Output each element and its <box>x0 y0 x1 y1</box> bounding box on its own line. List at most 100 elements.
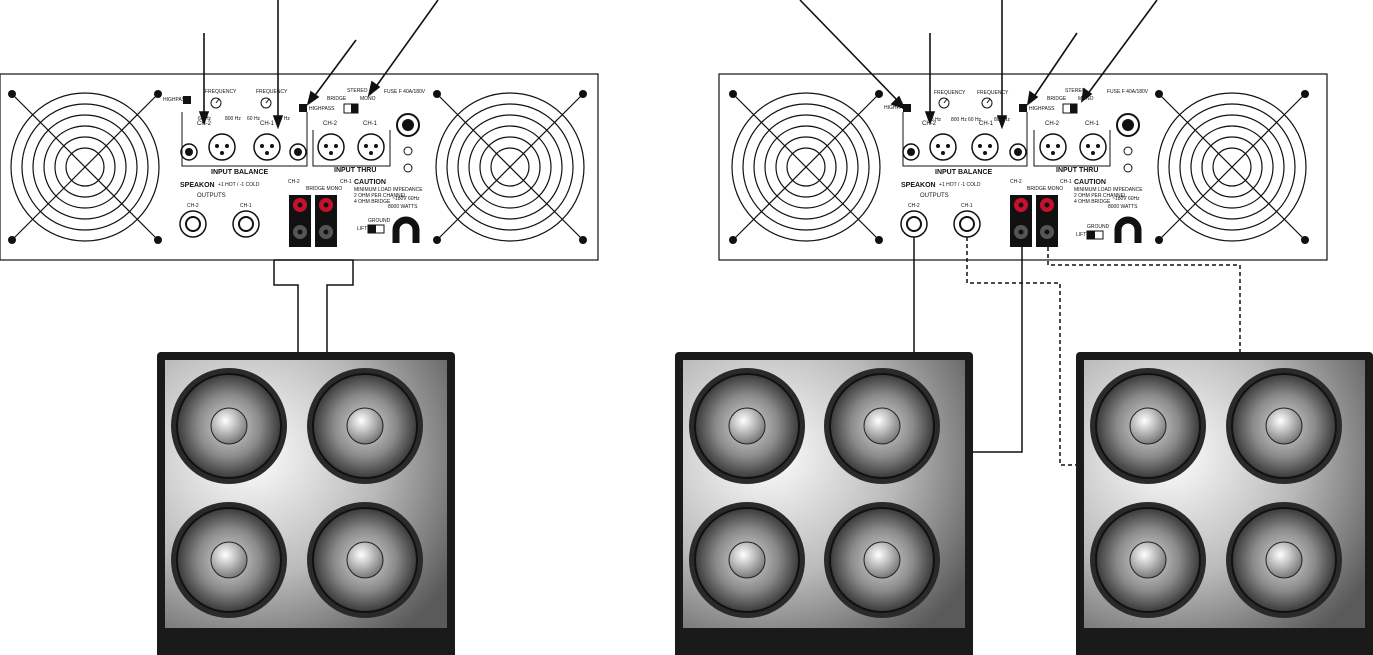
freq-high-ch2: 800 Hz <box>225 116 241 122</box>
stereo-label: STEREO <box>1065 88 1086 94</box>
speakon-output-ch1[interactable] <box>232 210 260 238</box>
binding-posts-ch1[interactable] <box>315 195 337 247</box>
input-balance-label: INPUT BALANCE <box>935 169 992 176</box>
input-ch2-label: CH-2 <box>922 121 937 127</box>
binding-ch2-label: CH-2 <box>1010 179 1022 185</box>
trs-jack-ch1[interactable] <box>1009 143 1027 161</box>
binding-ch1-label: CH-1 <box>1060 179 1072 185</box>
trs-jack-ch2[interactable] <box>902 143 920 161</box>
speaker-cabinet-left <box>157 352 455 655</box>
woofer <box>307 502 423 618</box>
fuse-label: FUSE F 40A/180V <box>1107 89 1149 95</box>
freq-high-ch2: 800 Hz <box>951 117 967 123</box>
woofer <box>1090 368 1206 484</box>
speaker-cabinet-right <box>1076 352 1373 655</box>
caution-label: CAUTION <box>354 179 386 186</box>
fuse-holder[interactable] <box>1116 113 1140 137</box>
speaker-cabinet-center <box>675 352 973 655</box>
fuse-holder[interactable] <box>396 113 420 137</box>
woofer <box>824 368 940 484</box>
frequency-knob-ch1[interactable] <box>260 97 272 109</box>
lift-label: LIFT <box>1076 232 1086 238</box>
xlr-input-ch2[interactable] <box>208 133 236 161</box>
speakon-note: +1 HOT / -1 COLD <box>939 182 981 188</box>
callout-arrows-left <box>198 0 439 130</box>
xlr-thru-ch2[interactable] <box>317 133 345 161</box>
binding-posts-ch2[interactable] <box>1010 195 1032 247</box>
hipass-label: HIGHPASS <box>884 105 910 111</box>
speakon-label: SPEAKON <box>901 182 936 189</box>
xlr-thru-ch2[interactable] <box>1039 133 1067 161</box>
hipass-label: HIGHPASS <box>163 97 189 103</box>
lowpass-label: HIGHPASS <box>1029 106 1055 112</box>
xlr-thru-ch1[interactable] <box>357 133 385 161</box>
frequency-knob-ch1[interactable] <box>981 97 993 109</box>
speaker-wire-right-solid <box>913 237 1023 453</box>
out-ch2-label: CH-2 <box>908 203 920 209</box>
thru-ch1-label: CH-1 <box>363 121 378 127</box>
bridge-mono-label: BRIDGE MONO <box>306 186 342 192</box>
speaker-wire-left <box>273 259 354 352</box>
hipass-switch[interactable] <box>183 96 191 104</box>
outputs-label: OUTPUTS <box>920 193 949 199</box>
freq-low-ch1: 60 Hz <box>968 117 982 123</box>
xlr-input-ch1[interactable] <box>253 133 281 161</box>
bridge-label: BRIDGE <box>1047 96 1067 102</box>
binding-ch1-label: CH-1 <box>340 179 352 185</box>
mono-label: MONO <box>360 96 376 102</box>
power-cord-socket[interactable] <box>392 216 420 243</box>
freq-low-ch2: 60 Hz <box>928 117 942 123</box>
watts-label: 8000 WATTS <box>1108 204 1138 210</box>
out-ch2-label: CH-2 <box>187 203 199 209</box>
woofer <box>689 502 805 618</box>
xlr-input-ch1[interactable] <box>971 133 999 161</box>
speaker-wire-right-dashed <box>966 237 1241 466</box>
bridge-mono-label: BRIDGE MONO <box>1027 186 1063 192</box>
power-label: ~180V 60Hz <box>1112 196 1140 202</box>
input-thru-label: INPUT THRU <box>334 167 376 174</box>
trs-jack-ch2[interactable] <box>180 143 198 161</box>
xlr-thru-ch1[interactable] <box>1079 133 1107 161</box>
lift-label: LIFT <box>357 226 367 232</box>
binding-ch2-label: CH-2 <box>288 179 300 185</box>
hipass-switch[interactable] <box>903 104 911 112</box>
woofer <box>171 502 287 618</box>
frequency-knob-ch2[interactable] <box>938 97 950 109</box>
fan-grille-right <box>433 90 587 244</box>
speakon-label: SPEAKON <box>180 182 215 189</box>
amplifier-right: HIGHPASS FREQUENCY 60 Hz 800 Hz FREQUENC… <box>718 73 1328 261</box>
xlr-input-ch2[interactable] <box>929 133 957 161</box>
speakon-output-ch2[interactable] <box>179 210 207 238</box>
lowpass-label: HIGHPASS <box>309 106 335 112</box>
binding-posts-ch2[interactable] <box>289 195 311 247</box>
frequency-knob-ch2[interactable] <box>210 97 222 109</box>
trs-jack-ch1[interactable] <box>289 143 307 161</box>
woofer <box>1226 502 1342 618</box>
frequency-ch1-label: FREQUENCY <box>256 89 288 95</box>
power-cord-socket[interactable] <box>1114 216 1142 243</box>
fan-grille-left <box>729 90 883 244</box>
freq-low-ch1: 60 Hz <box>247 116 261 122</box>
woofer <box>171 368 287 484</box>
bridge-label: BRIDGE <box>327 96 347 102</box>
lowpass-switch[interactable] <box>1019 104 1027 112</box>
input-thru-label: INPUT THRU <box>1056 167 1098 174</box>
frequency-ch2-label: FREQUENCY <box>934 90 966 96</box>
woofer <box>689 368 805 484</box>
speakon-output-ch2[interactable] <box>900 210 928 238</box>
lowpass-switch[interactable] <box>299 104 307 112</box>
watts-label: 8000 WATTS <box>388 204 418 210</box>
speakon-output-ch1[interactable] <box>953 210 981 238</box>
caution-text-1: MINIMUM LOAD IMPEDANCE <box>1074 187 1143 193</box>
woofer <box>1090 502 1206 618</box>
woofer <box>307 368 423 484</box>
power-label: ~180V 60Hz <box>392 196 420 202</box>
caution-text-2: 2 OHM PER CHANNEL <box>1074 193 1127 199</box>
caution-text-3: 4 OHM BRIDGE <box>354 199 391 205</box>
frequency-ch2-label: FREQUENCY <box>205 89 237 95</box>
binding-posts-ch1[interactable] <box>1036 195 1058 247</box>
out-ch1-label: CH-1 <box>961 203 973 209</box>
fan-grille-right <box>1155 90 1309 244</box>
caution-label: CAUTION <box>1074 179 1106 186</box>
